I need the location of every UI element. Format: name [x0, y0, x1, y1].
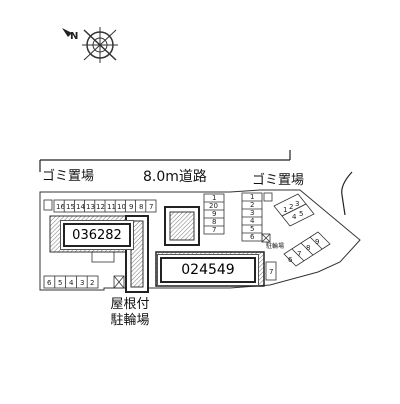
slot-bottom-6: 6	[47, 279, 52, 287]
bottom-parking-row: 6 5 4 3 2	[43, 275, 99, 289]
slot-b-1: 1	[250, 193, 254, 201]
slot-a-7: 7	[212, 226, 216, 234]
slot-diag-1: 1	[283, 206, 287, 214]
slot-right-single: 7	[265, 261, 277, 281]
column-a-slots: 1 20 9 8 7	[203, 193, 225, 235]
road-label: 8.0m道路	[143, 169, 207, 185]
compass-north-label: N	[70, 31, 78, 42]
slot-b-6: 6	[250, 233, 255, 241]
slot-diag-7: 7	[297, 250, 301, 258]
garbage-label-left: ゴミ置場	[42, 169, 95, 184]
slot-a-1: 1	[212, 194, 216, 202]
garbage-box-right	[263, 192, 273, 202]
garbage-label-right: ゴミ置場	[252, 173, 305, 188]
slot-diag-5: 5	[299, 210, 303, 218]
slot-b-4: 4	[250, 217, 255, 225]
slot-diag-4: 4	[292, 213, 297, 221]
top-parking-row: 16 15 14 13 12 11 10 9 8 7	[53, 199, 157, 213]
diagonal-upper-slots: 1 2 3 4 5	[273, 193, 315, 227]
building-code-2: 024549	[160, 257, 256, 283]
column-b-slots: 1 2 3 4 5 6	[241, 192, 263, 242]
slot-b-5: 5	[250, 225, 254, 233]
slot-bottom-3: 3	[80, 279, 84, 287]
road-edge-right	[341, 171, 353, 216]
slot-a-8: 8	[212, 218, 216, 226]
slot-diag-8: 8	[306, 244, 310, 252]
slot-top-12: 12	[96, 203, 105, 211]
garbage-box-left	[43, 199, 53, 211]
diagonal-lower-slots: 6 7 8 9	[283, 231, 331, 267]
building-small	[164, 206, 200, 246]
bike-marker-icon	[113, 275, 125, 289]
slot-diag-9: 9	[315, 238, 319, 246]
slot-top-15: 15	[66, 203, 75, 211]
slot-top-9: 9	[129, 203, 133, 211]
slot-diag-6: 6	[288, 256, 293, 264]
slot-bottom-4: 4	[69, 279, 74, 287]
svg-text:7: 7	[269, 268, 273, 276]
slot-top-16: 16	[56, 203, 65, 211]
slot-bottom-5: 5	[58, 279, 62, 287]
slot-top-14: 14	[76, 203, 85, 211]
bike-shed	[125, 215, 149, 293]
covered-bike-parking-label: 屋根付 駐輪場	[110, 297, 150, 328]
lot-outline	[39, 189, 361, 291]
slot-b-3: 3	[250, 209, 254, 217]
slot-bottom-2: 2	[90, 279, 94, 287]
small-bike-icon	[261, 233, 271, 243]
slot-top-11: 11	[107, 203, 116, 211]
slot-top-13: 13	[86, 203, 95, 211]
slot-b-2: 2	[250, 201, 254, 209]
slot-a-9: 9	[212, 210, 216, 218]
slot-top-7: 7	[149, 203, 153, 211]
slot-a-20: 20	[209, 202, 218, 210]
compass-icon: N	[62, 27, 118, 63]
slot-diag-3: 3	[295, 200, 299, 208]
slot-top-10: 10	[117, 203, 126, 211]
building-code-1: 036282	[63, 223, 131, 247]
slot-diag-2: 2	[289, 203, 293, 211]
bike-parking-small-label: 駐輪場	[266, 243, 285, 250]
slot-top-8: 8	[139, 203, 143, 211]
